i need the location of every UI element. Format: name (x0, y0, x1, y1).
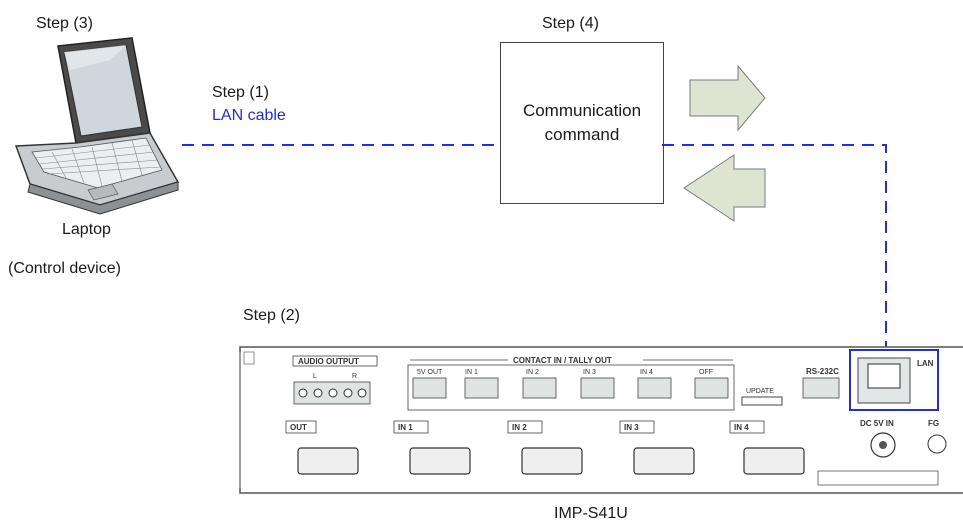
contact-in1-label: IN 1 (465, 369, 478, 376)
hdmi-in1-label: IN 1 (398, 423, 413, 432)
5v-out-label: 5V OUT (417, 369, 443, 376)
laptop-label: Laptop (62, 221, 111, 238)
rs232c-label: RS-232C (806, 367, 839, 376)
device-model-label: IMP-S41U (554, 505, 628, 522)
device-rear-panel: AUDIO OUTPUT L R CONTACT IN / TALLY OUT … (239, 346, 963, 494)
fg-screw-icon (927, 434, 947, 454)
hdmi-ports: OUT IN 1 IN 2 IN 3 IN 4 (285, 420, 805, 475)
audio-output-label: AUDIO OUTPUT (298, 357, 359, 366)
dc-5v-in-label: DC 5V IN (860, 419, 894, 428)
arrow-right-icon (689, 64, 766, 132)
communication-command-box: Communication command (500, 42, 664, 204)
command-line2: command (544, 125, 620, 144)
step3-label: Step (3) (36, 15, 93, 32)
lan-cable-label: LAN cable (212, 107, 286, 124)
command-line1: Communication (522, 101, 642, 120)
update-label: UPDATE (746, 388, 774, 395)
laptop-icon (14, 37, 180, 215)
step2-label: Step (2) (243, 307, 300, 324)
audio-r-label: R (352, 373, 357, 380)
contact-in3-label: IN 3 (583, 369, 596, 376)
contact-in4-label: IN 4 (640, 369, 653, 376)
contact-in2-label: IN 2 (526, 369, 539, 376)
lan-cable (182, 144, 887, 350)
control-device-label: (Control device) (8, 260, 121, 277)
hdmi-in3-label: IN 3 (624, 423, 639, 432)
lan-label: LAN (917, 359, 934, 368)
step1-label: Step (1) (212, 84, 269, 101)
step4-label: Step (4) (542, 15, 599, 32)
fg-label: FG (928, 419, 939, 428)
lan-port: LAN (849, 349, 939, 411)
audio-l-label: L (313, 373, 317, 380)
contact-terminals (412, 377, 729, 399)
hdmi-in2-label: IN 2 (512, 423, 527, 432)
hdmi-in4-label: IN 4 (734, 423, 749, 432)
audio-output-connector (293, 381, 371, 405)
arrow-left-icon (683, 154, 766, 222)
contact-tally-label: CONTACT IN / TALLY OUT (513, 356, 612, 365)
contact-off-label: OFF (699, 369, 713, 376)
hdmi-out-label: OUT (290, 423, 307, 432)
